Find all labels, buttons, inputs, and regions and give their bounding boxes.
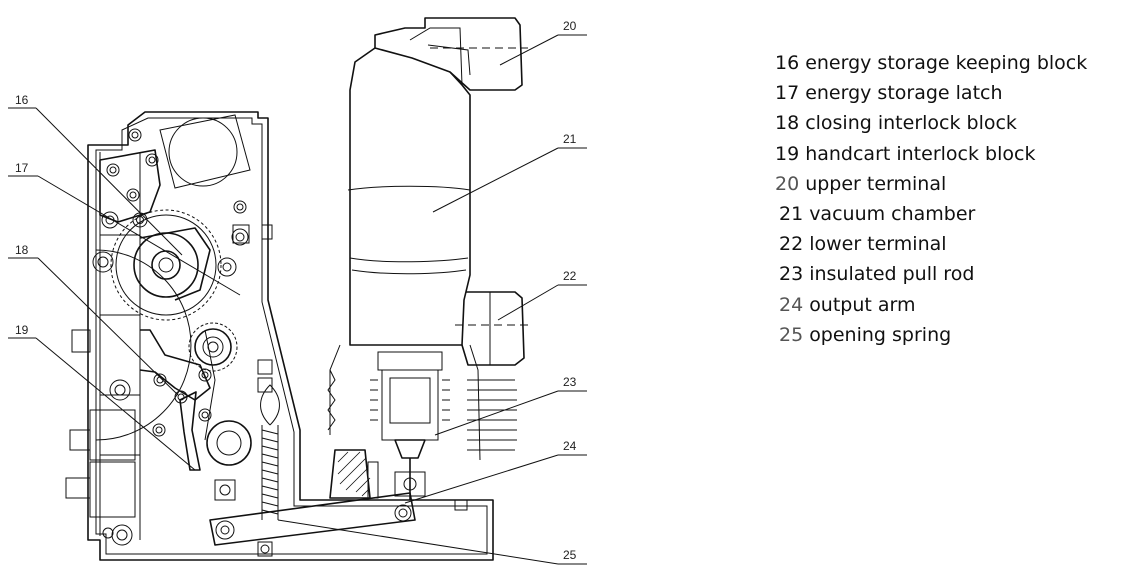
center-lines	[430, 47, 528, 326]
legend-number: 23	[779, 263, 804, 286]
legend-number: 20	[775, 172, 800, 195]
callout-number: 17	[15, 161, 29, 175]
callout-20: 20	[499, 19, 587, 66]
callout-23: 23	[434, 375, 587, 436]
callout-22: 22	[497, 269, 587, 321]
callout-16: 16	[8, 93, 183, 256]
legend-number: 18	[775, 112, 800, 135]
callout-number: 22	[563, 269, 577, 283]
legend-label: energy storage keeping block	[805, 52, 1088, 74]
legend-number: 22	[779, 233, 804, 256]
circuit-breaker-drawing: 16 17 18 19 20 21 22 23 24	[8, 17, 587, 565]
legend-number: 16	[775, 52, 800, 74]
legend-label: upper terminal	[805, 172, 947, 195]
legend-label: opening spring	[809, 323, 952, 346]
legend-label: lower terminal	[809, 233, 947, 256]
callout-number: 19	[15, 323, 29, 337]
pole-assembly	[300, 17, 525, 501]
legend-label: output arm	[809, 293, 916, 316]
callout-17: 17	[8, 161, 241, 296]
callout-number: 20	[563, 19, 577, 33]
legend-label: vacuum chamber	[809, 202, 976, 225]
callout-number: 25	[563, 548, 577, 562]
callout-19: 19	[8, 323, 196, 471]
callout-number: 21	[563, 132, 577, 146]
legend-number: 25	[779, 323, 804, 346]
legend-label: insulated pull rod	[809, 263, 975, 286]
callout-number: 23	[563, 375, 577, 389]
callout-number: 24	[563, 439, 577, 453]
legend-label: closing interlock block	[805, 112, 1017, 135]
callout-18: 18	[8, 243, 179, 396]
legend-number: 21	[779, 202, 804, 225]
callout-number: 16	[15, 93, 29, 107]
legend-number: 24	[779, 293, 804, 316]
mechanism-housing	[65, 111, 494, 561]
callout-21: 21	[432, 132, 587, 213]
opening-spring-coils	[260, 384, 280, 520]
legend-label: energy storage latch	[805, 82, 1003, 105]
legend-label: handcart interlock block	[805, 142, 1036, 165]
callout-number: 18	[15, 243, 29, 257]
callout-25: 25	[277, 519, 587, 565]
legend-number: 17	[775, 82, 800, 105]
insulator-ribs	[327, 344, 517, 461]
callout-24: 24	[404, 439, 587, 504]
legend-number: 19	[775, 142, 800, 165]
